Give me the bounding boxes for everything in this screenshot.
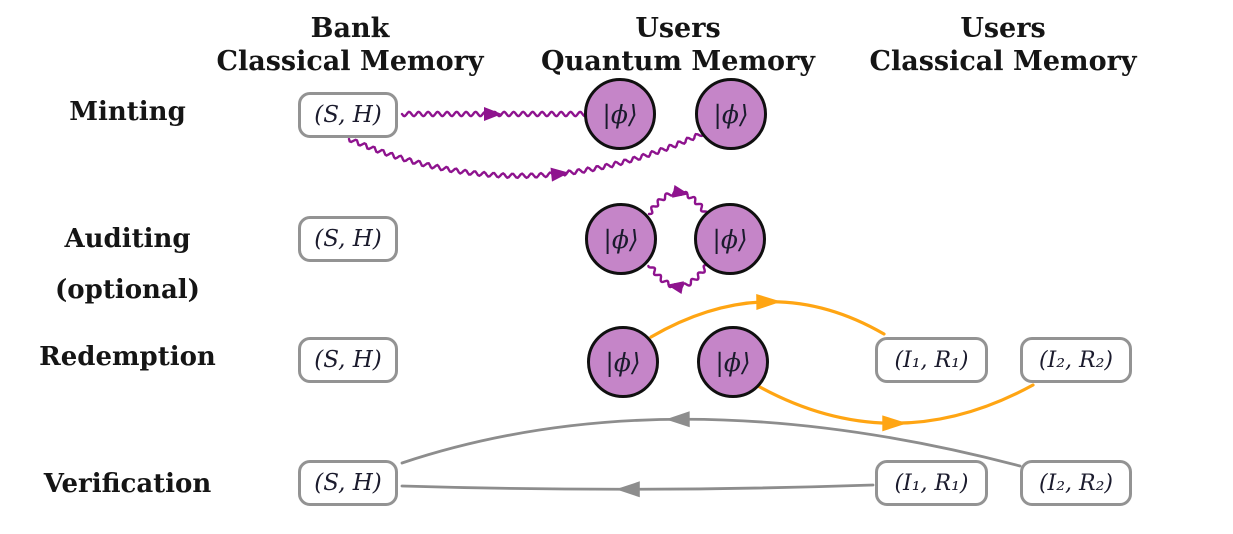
bank-record-box-redemption: (S, H) bbox=[298, 337, 398, 383]
column-header-line2: Classical Memory bbox=[869, 46, 1137, 77]
column-header-users-quantum-memory: Users Quantum Memory bbox=[528, 12, 828, 78]
auditing-swap-arrow-top-head bbox=[672, 184, 690, 198]
quantum-state-circle-minting-2: |ϕ⟩ bbox=[695, 78, 767, 150]
user-record2-box-verification: (I₂, R₂) bbox=[1020, 460, 1132, 506]
ket-phi-label: |ϕ⟩ bbox=[605, 347, 641, 377]
column-header-line1: Users bbox=[635, 13, 721, 44]
column-header-bank-classical-memory: Bank Classical Memory bbox=[200, 12, 500, 78]
redemption-record-arrow-1 bbox=[649, 293, 886, 339]
row-label-auditing: Auditing bbox=[64, 224, 191, 254]
redemption-record-arrow-2 bbox=[756, 383, 1035, 432]
quantum-state-circle-redemption-1: |ϕ⟩ bbox=[587, 326, 659, 398]
verification-check-arrow-2 bbox=[400, 481, 875, 498]
verification-check-arrow-1 bbox=[400, 411, 1022, 468]
quantum-state-circle-auditing-2: |ϕ⟩ bbox=[694, 203, 766, 275]
verification-check-arrow-2-head bbox=[615, 481, 640, 498]
redemption-record-arrow-1-head bbox=[756, 293, 782, 310]
ket-phi-label: |ϕ⟩ bbox=[715, 347, 751, 377]
column-header-line2: Quantum Memory bbox=[541, 46, 815, 77]
ket-phi-label: |ϕ⟩ bbox=[712, 224, 748, 254]
bank-record-box-minting: (S, H) bbox=[298, 92, 398, 138]
quantum-state-circle-auditing-1: |ϕ⟩ bbox=[585, 203, 657, 275]
column-header-line2: Classical Memory bbox=[216, 46, 484, 77]
minting-send-arrow-2 bbox=[347, 132, 704, 182]
bank-record-box-verification: (S, H) bbox=[298, 460, 398, 506]
ket-phi-label: |ϕ⟩ bbox=[602, 99, 638, 129]
auditing-swap-arrow-bottom-head bbox=[666, 281, 684, 295]
ket-phi-label: |ϕ⟩ bbox=[603, 224, 639, 254]
minting-send-arrow-2-head bbox=[550, 167, 570, 182]
column-header-line1: Bank bbox=[310, 13, 390, 44]
row-label-redemption: Redemption bbox=[39, 342, 216, 372]
auditing-swap-arrow-bottom bbox=[647, 263, 709, 295]
redemption-record-arrow-2-head bbox=[882, 415, 908, 432]
row-label-verification: Verification bbox=[43, 469, 212, 499]
user-record1-box-redemption: (I₁, R₁) bbox=[875, 337, 988, 383]
minting-send-arrow-1-head bbox=[484, 107, 502, 121]
column-header-line1: Users bbox=[960, 13, 1046, 44]
user-record1-box-verification: (I₁, R₁) bbox=[875, 460, 988, 506]
minting-send-arrow-1 bbox=[400, 107, 586, 121]
quantum-state-circle-redemption-2: |ϕ⟩ bbox=[697, 326, 769, 398]
row-label-minting: Minting bbox=[69, 97, 186, 127]
ket-phi-label: |ϕ⟩ bbox=[713, 99, 749, 129]
quantum-state-circle-minting-1: |ϕ⟩ bbox=[584, 78, 656, 150]
row-label-optional: (optional) bbox=[55, 275, 200, 305]
bank-record-box-auditing: (S, H) bbox=[298, 216, 398, 262]
user-record2-box-redemption: (I₂, R₂) bbox=[1020, 337, 1132, 383]
column-header-users-classical-memory: Users Classical Memory bbox=[853, 12, 1153, 78]
auditing-swap-arrow-top bbox=[647, 184, 709, 216]
verification-check-arrow-1-head bbox=[665, 411, 690, 428]
